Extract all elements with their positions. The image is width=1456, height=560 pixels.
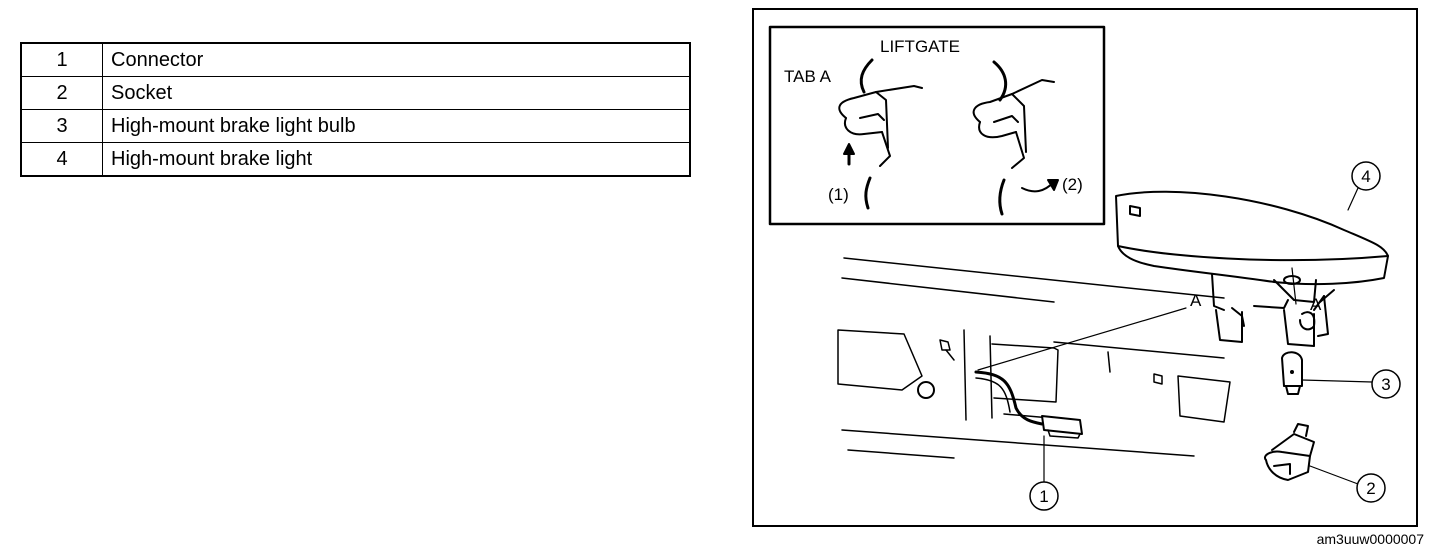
legend-row: 1 Connector [20,42,691,77]
bulb-drawing [1281,351,1373,395]
legend-label: High-mount brake light bulb [102,109,691,143]
callout-1-number: 1 [1039,487,1048,506]
parts-legend-table: 1 Connector 2 Socket 3 High-mount brake … [20,42,691,177]
legend-number: 3 [20,109,103,143]
legend-row: 3 High-mount brake light bulb [20,109,691,143]
legend-row: 2 Socket [20,76,691,110]
brake-light-housing [1115,190,1389,347]
connector-harness [974,307,1187,439]
inset-detail [768,25,1106,226]
legend-label: Connector [102,42,691,77]
tab-a-right-label: A [1310,295,1322,314]
tab-after-drawing [972,60,1059,216]
inset-frame [768,25,1106,226]
legend-label: High-mount brake light [102,142,691,177]
legend-number: 1 [20,42,103,77]
brake-light-diagram: LIFTGATE TAB A (1) (2) A A 1 2 3 4 [768,25,1401,511]
tab-a-label: TAB A [784,67,832,86]
tab-before-drawing [838,58,923,210]
step-2-label: (2) [1062,175,1083,194]
socket-drawing [1264,423,1359,485]
callout-3-number: 3 [1381,375,1390,394]
tab-a-left-label: A [1190,291,1202,310]
callout-circles [1029,161,1401,511]
legend-label: Socket [102,76,691,110]
figure-code: am3uuw0000007 [1316,531,1424,547]
diagram-frame: LIFTGATE TAB A (1) (2) A A 1 2 3 4 [752,8,1418,527]
legend-number: 4 [20,142,103,177]
liftgate-panel [837,257,1231,459]
legend-row: 4 High-mount brake light [20,142,691,177]
liftgate-label: LIFTGATE [880,37,960,56]
callout-2-number: 2 [1366,479,1375,498]
step-1-label: (1) [828,185,849,204]
legend-number: 2 [20,76,103,110]
callout-4-number: 4 [1361,167,1370,186]
